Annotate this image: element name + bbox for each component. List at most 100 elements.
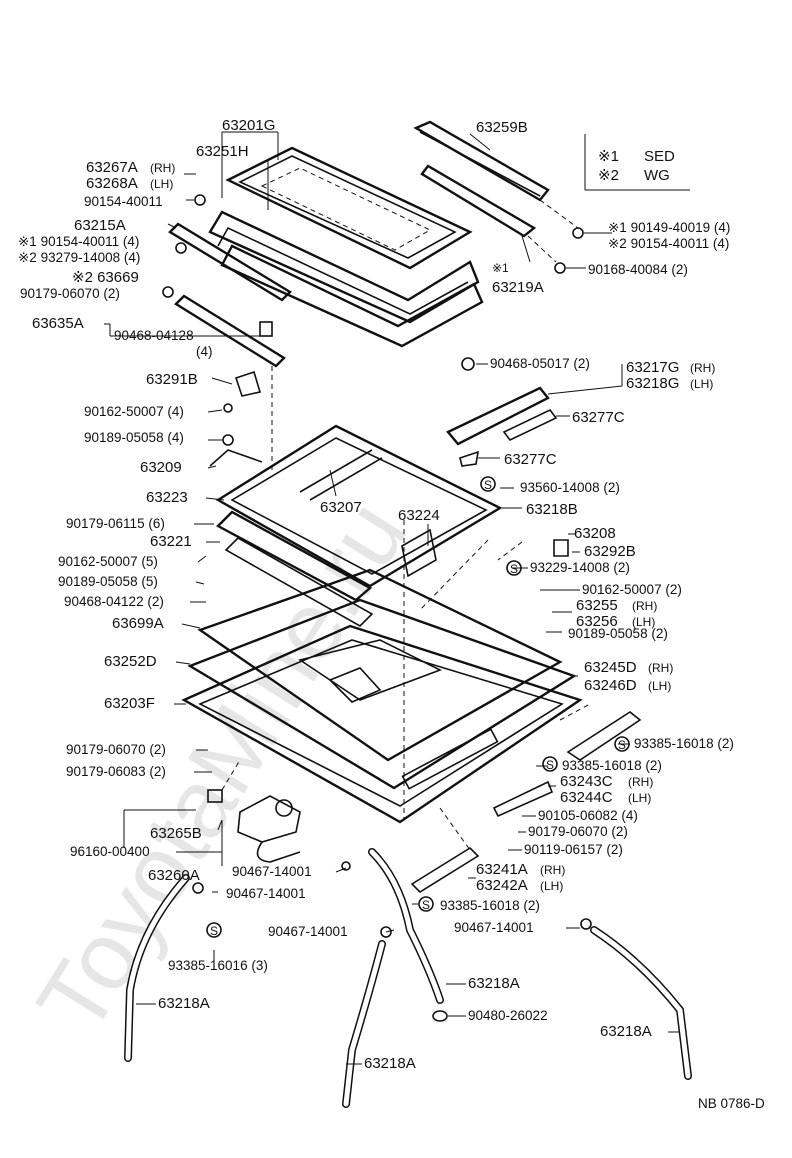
part-label-90154-40011-sed: ※1 90154-40011 (4)	[18, 234, 139, 249]
part-label-93279-14008: ※2 93279-14008 (4)	[18, 250, 140, 265]
leader-lines	[104, 131, 680, 1065]
s-markers: S S S S S S	[206, 476, 630, 938]
part-label-63242A-side: (LH)	[540, 879, 563, 893]
part-label-90468-04122: 90468-04122 (2)	[64, 594, 164, 609]
part-label-90179-06083: 90179-06083 (2)	[66, 764, 166, 779]
part-label-63255-side: (RH)	[632, 599, 657, 613]
part-label-63243C: 63243C	[560, 773, 613, 790]
s-mark: S	[422, 898, 430, 912]
part-label-63255: 63255	[576, 597, 618, 614]
bracket-drawing	[222, 357, 475, 446]
s-mark: S	[546, 758, 554, 772]
drain-bracket-drawing	[410, 711, 642, 894]
part-label-90189-05058: 90189-05058 (4)	[84, 430, 184, 445]
part-label-90105-06082: 90105-06082 (4)	[538, 808, 638, 823]
part-labels: 63201G 63251H 63267A (RH) 63268A (LH) 90…	[18, 117, 734, 1072]
part-label-93229-14008: 93229-14008 (2)	[530, 560, 630, 575]
part-label-90154-40011: 90154-40011	[84, 194, 163, 209]
part-label-63699A: 63699A	[112, 615, 164, 632]
glass-panel-drawing	[208, 146, 484, 348]
drawing-code: NB 0786-D	[698, 1096, 765, 1111]
drive-frame-drawing	[209, 424, 569, 627]
part-label-90179-06070: 90179-06070 (2)	[20, 286, 120, 301]
part-label-63217G-side: (RH)	[690, 361, 715, 375]
part-label-63207: 63207	[320, 499, 362, 516]
alignment-lines	[221, 520, 591, 851]
part-label-93385-16018: 93385-16018 (2)	[634, 736, 734, 751]
part-label-63291B: 63291B	[146, 371, 198, 388]
part-label-63209: 63209	[140, 459, 182, 476]
part-label-63208: 63208	[574, 525, 616, 542]
part-label-90467-14001-b: 90467-14001	[226, 886, 306, 901]
part-label-63245D-side: (RH)	[648, 661, 673, 675]
part-label-93385-16018-c: 93385-16018 (2)	[440, 898, 540, 913]
slider-rail-drawing	[446, 386, 558, 467]
part-label-63241A-side: (RH)	[540, 863, 565, 877]
legend-mark-1: ※1	[598, 148, 619, 165]
wind-deflector-drawing	[413, 120, 584, 274]
part-label-63223: 63223	[146, 489, 188, 506]
part-label-63243C-side: (RH)	[628, 775, 653, 789]
legend-label-wg: WG	[644, 167, 670, 184]
part-label-90468-04128-qty: (4)	[196, 344, 213, 359]
part-label-63218G: 63218G	[626, 375, 679, 392]
part-label-93560-14008: 93560-14008 (2)	[520, 480, 620, 495]
part-label-90179-06070-c: 90179-06070 (2)	[528, 824, 628, 839]
part-label-63292B: 63292B	[584, 543, 636, 560]
part-label-90168-40084: 90168-40084 (2)	[588, 262, 688, 277]
drain-hose-drawing	[124, 848, 692, 1108]
part-label-90162-50007: 90162-50007 (4)	[84, 404, 184, 419]
part-label-90189-05058-c: 90189-05058 (2)	[568, 626, 668, 641]
part-label-63268A: 63268A	[86, 175, 138, 192]
part-label-90149-40019: ※1 90149-40019 (4)	[608, 220, 730, 235]
part-label-63218A-b: 63218A	[158, 995, 210, 1012]
part-label-63241A: 63241A	[476, 861, 528, 878]
part-label-63218G-side: (LH)	[690, 377, 713, 391]
s-mark: S	[618, 738, 626, 752]
side-rail-drawing	[162, 194, 292, 470]
part-label-63215A: 63215A	[74, 217, 126, 234]
part-label-63267A-side: (RH)	[150, 161, 175, 175]
part-label-90467-14001: 90467-14001	[232, 864, 312, 879]
part-label-63219A: 63219A	[492, 279, 544, 296]
part-label-63256-side: (LH)	[632, 615, 655, 629]
part-label-93385-16016: 93385-16016 (3)	[168, 958, 268, 973]
part-label-90467-14001-d: 90467-14001	[454, 920, 534, 935]
part-label-63259B: 63259B	[476, 119, 528, 136]
part-label-63635A: 63635A	[32, 315, 84, 332]
motor-drawing	[207, 789, 301, 863]
part-label-90154-40011-wg: ※2 90154-40011 (4)	[608, 236, 729, 251]
part-label-90468-04128: 90468-04128	[114, 328, 194, 343]
part-label-90162-50007-b: 90162-50007 (5)	[58, 554, 158, 569]
part-label-63224: 63224	[398, 507, 440, 524]
part-label-63218A-d: 63218A	[364, 1055, 416, 1072]
part-label-63245D: 63245D	[584, 659, 637, 676]
part-label-90179-06070-b: 90179-06070 (2)	[66, 742, 166, 757]
part-label-90467-14001-c: 90467-14001	[268, 924, 348, 939]
part-label-63244C: 63244C	[560, 789, 613, 806]
part-label-63218A-c: 63218A	[600, 1023, 652, 1040]
part-label-63267A: 63267A	[86, 159, 138, 176]
part-label-63669: ※2 63669	[72, 269, 139, 286]
part-label-63277C-b: 63277C	[504, 451, 557, 468]
part-label-63244C-side: (LH)	[628, 791, 651, 805]
part-label-63256: 63256	[576, 613, 618, 630]
part-label-63246D: 63246D	[584, 677, 637, 694]
part-label-63268A-side: (LH)	[150, 177, 173, 191]
part-label-90179-06115: 90179-06115 (6)	[66, 516, 165, 531]
s-mark: S	[510, 562, 518, 576]
s-mark: S	[484, 478, 492, 492]
part-label-63260A: 63260A	[148, 867, 200, 884]
part-label-63201G: 63201G	[222, 117, 275, 134]
part-label-90480-26022: 90480-26022	[468, 1008, 548, 1023]
part-label-63219A-mark: ※1	[492, 261, 509, 275]
legend-label-sed: SED	[644, 148, 675, 165]
legend: ※1 SED ※2 WG	[584, 134, 690, 191]
part-label-63277C: 63277C	[572, 409, 625, 426]
part-label-63242A: 63242A	[476, 877, 528, 894]
part-label-90189-05058-b: 90189-05058 (5)	[58, 574, 158, 589]
legend-mark-2: ※2	[598, 167, 619, 184]
part-label-63252D: 63252D	[104, 653, 157, 670]
part-label-93385-16018-b: 93385-16018 (2)	[562, 758, 662, 773]
